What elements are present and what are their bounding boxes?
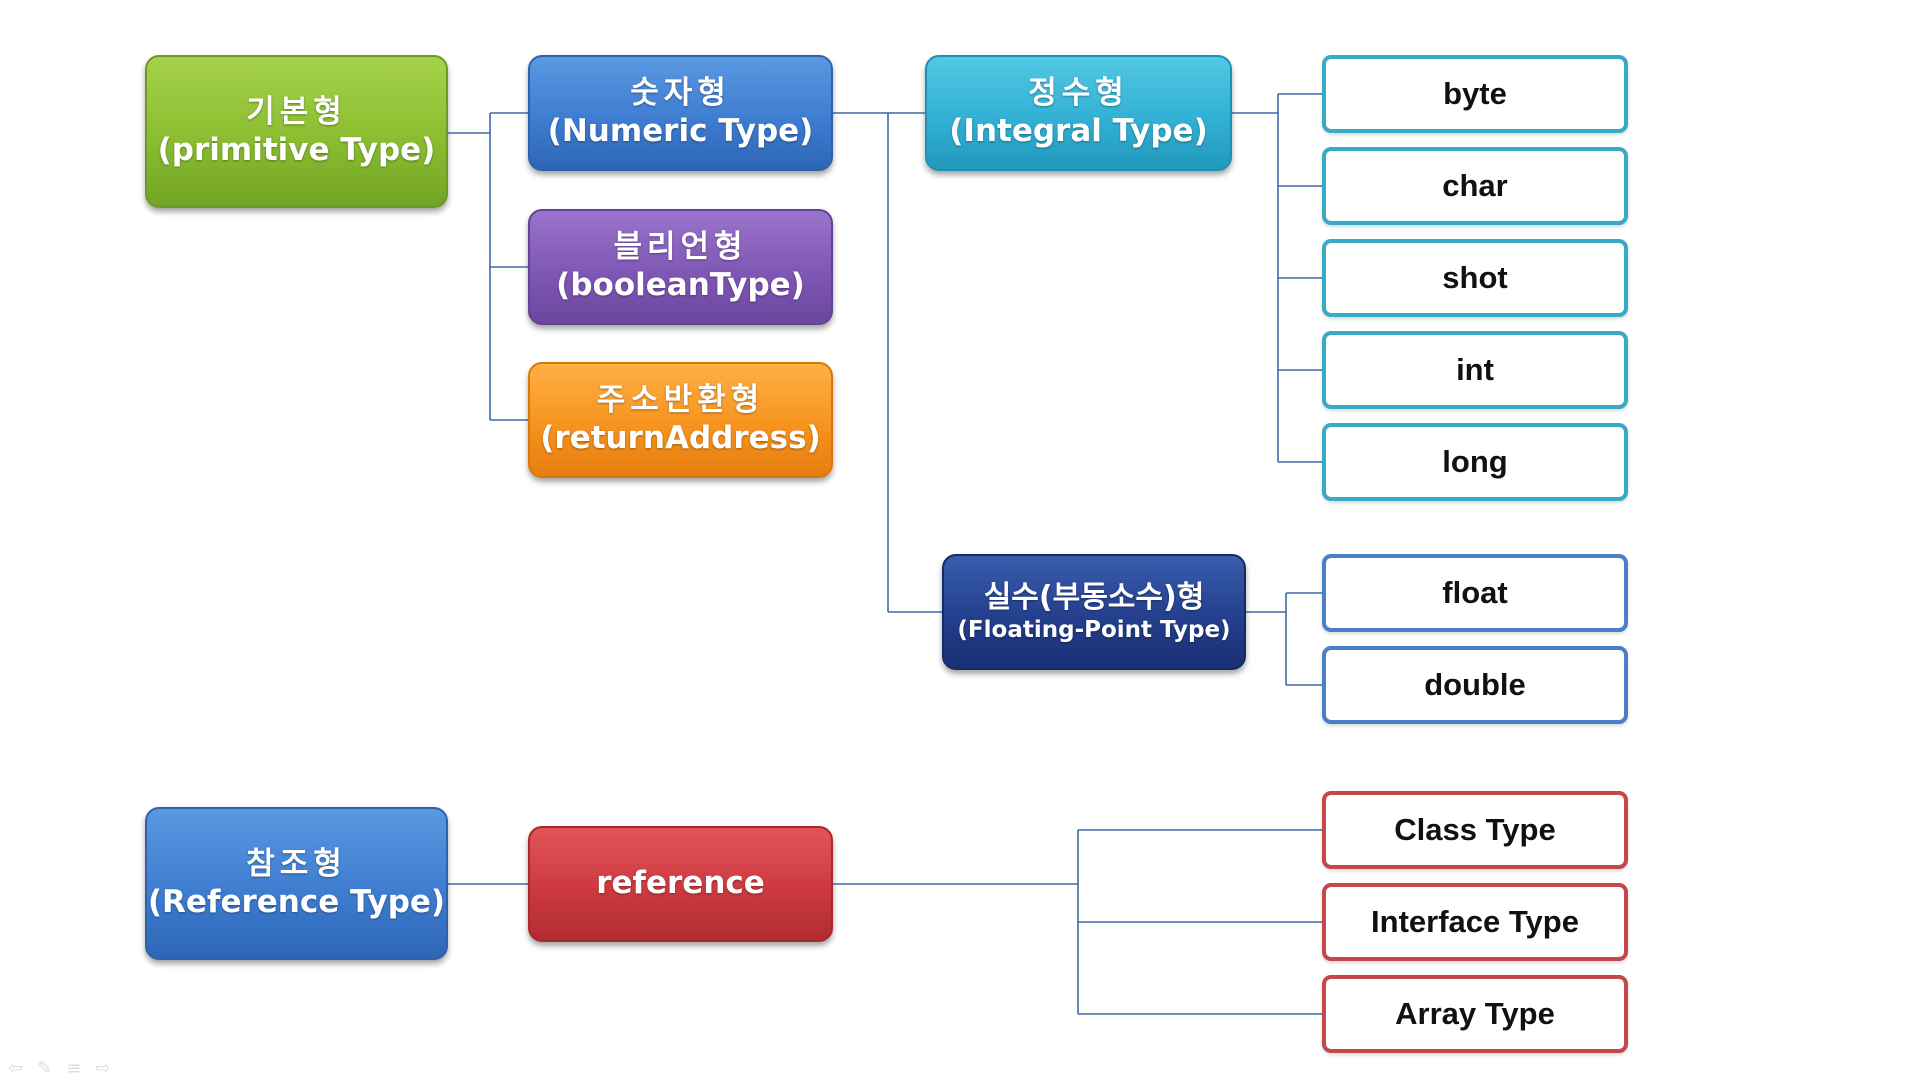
- leaf-byte: byte: [1322, 55, 1628, 133]
- leaf-interface-type: Interface Type: [1322, 883, 1628, 961]
- leaf-double: double: [1322, 646, 1628, 724]
- leaf-long: long: [1322, 423, 1628, 501]
- primitive-type-korean-label: 기본형: [246, 93, 347, 130]
- menu-icon[interactable]: ≡: [66, 1058, 82, 1079]
- reference-label: reference: [596, 865, 765, 902]
- connector-primitive-branch: [448, 112, 528, 421]
- leaf-int: int: [1322, 331, 1628, 409]
- return-address-english-label: (returnAddress): [540, 420, 821, 456]
- prev-arrow-icon[interactable]: ⇦: [8, 1058, 24, 1079]
- boolean-type-node: 블리언형 (booleanType): [528, 209, 833, 325]
- connector-reference-leaves: [833, 829, 1322, 1015]
- leaf-class-type: Class Type: [1322, 791, 1628, 869]
- primitive-type-english-label: (primitive Type): [157, 131, 436, 168]
- floating-point-english-label: (Floating-Point Type): [957, 617, 1231, 644]
- integral-type-node: 정수형 (Integral Type): [925, 55, 1232, 171]
- reference-type-node: 참조형 (Reference Type): [145, 807, 448, 960]
- leaf-array-type: Array Type: [1322, 975, 1628, 1053]
- numeric-type-korean-label: 숫자형: [630, 75, 731, 112]
- leaf-float: float: [1322, 554, 1628, 632]
- return-address-type-node: 주소반환형 (returnAddress): [528, 362, 833, 478]
- connector-floating-leaves: [1246, 592, 1322, 686]
- pen-icon[interactable]: ✎: [37, 1058, 53, 1079]
- boolean-type-korean-label: 블리언형: [613, 229, 748, 266]
- next-arrow-icon[interactable]: ⇨: [95, 1058, 111, 1079]
- leaf-shot: shot: [1322, 239, 1628, 317]
- connector-numeric-branch: [833, 112, 942, 613]
- boolean-type-english-label: (booleanType): [556, 267, 805, 303]
- integral-type-korean-label: 정수형: [1028, 75, 1129, 112]
- numeric-type-english-label: (Numeric Type): [547, 113, 814, 149]
- numeric-type-node: 숫자형 (Numeric Type): [528, 55, 833, 171]
- integral-type-english-label: (Integral Type): [949, 113, 1208, 149]
- slide-navigation: ⇦ ✎ ≡ ⇨: [8, 1058, 110, 1079]
- reference-type-korean-label: 참조형: [246, 845, 347, 882]
- reference-node: reference: [528, 826, 833, 942]
- floating-point-korean-label: 실수(부동소수)형: [983, 579, 1205, 615]
- connector-integral-leaves: [1232, 93, 1322, 463]
- leaf-char: char: [1322, 147, 1628, 225]
- primitive-type-node: 기본형 (primitive Type): [145, 55, 448, 208]
- return-address-korean-label: 주소반환형: [596, 382, 765, 419]
- floating-point-type-node: 실수(부동소수)형 (Floating-Point Type): [942, 554, 1246, 670]
- reference-type-english-label: (Reference Type): [147, 883, 446, 920]
